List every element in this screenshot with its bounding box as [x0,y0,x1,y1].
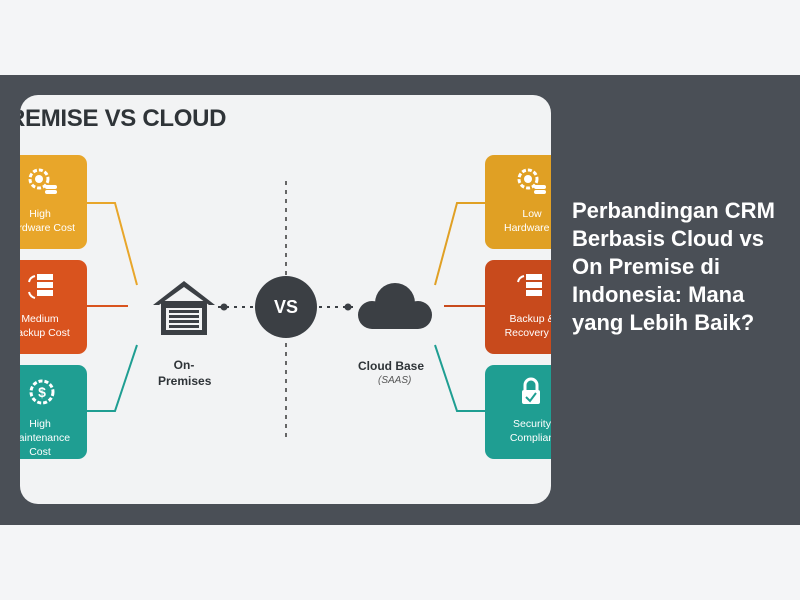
infographic-title: REMISE VS CLOUD [20,105,227,132]
coins-gear-icon [28,168,57,194]
vs-badge: VS [255,276,317,338]
tile-high-maintenance-cost: $ High Maintenance Cost [20,365,87,459]
server-backup-icon [517,274,542,296]
tile-label: Medium Backup Cost [20,313,70,339]
server-backup-icon [28,274,53,299]
cloud-base-label: Cloud Base [358,359,425,373]
tile-label: Low Hardware C [503,208,550,234]
tile-label: Backup & Recovery C [504,313,551,339]
tile-low-hardware-cost: Low Hardware C [485,155,551,249]
wrench-gear-icon: $ [29,379,55,405]
tile-security-compliance: Security Complian [485,365,551,459]
tile-label: High Hardware Cost [20,208,76,234]
article-banner: REMISE VS CLOUD High Hardware Cost Mediu… [0,75,800,525]
tile-label: Security Complian [509,418,551,444]
saas-label: (SAAS) [378,375,412,386]
building-icon [153,281,215,335]
cloud-icon [358,283,432,329]
article-headline[interactable]: Perbandingan CRM Berbasis Cloud vs On Pr… [572,198,775,335]
tile-backup-recovery-cost: Backup & Recovery C [485,260,551,354]
featured-image[interactable]: REMISE VS CLOUD High Hardware Cost Mediu… [20,95,551,504]
coins-gear-icon [517,168,546,194]
svg-text:$: $ [38,384,46,400]
tile-high-hardware-cost: High Hardware Cost [20,155,87,249]
on-premises-label: On- Premises [158,358,212,388]
connector-lines [87,181,485,440]
tile-label: High Maintenance Cost [20,418,71,458]
tile-medium-backup-cost: Medium Backup Cost [20,260,87,354]
lock-icon [522,377,540,404]
